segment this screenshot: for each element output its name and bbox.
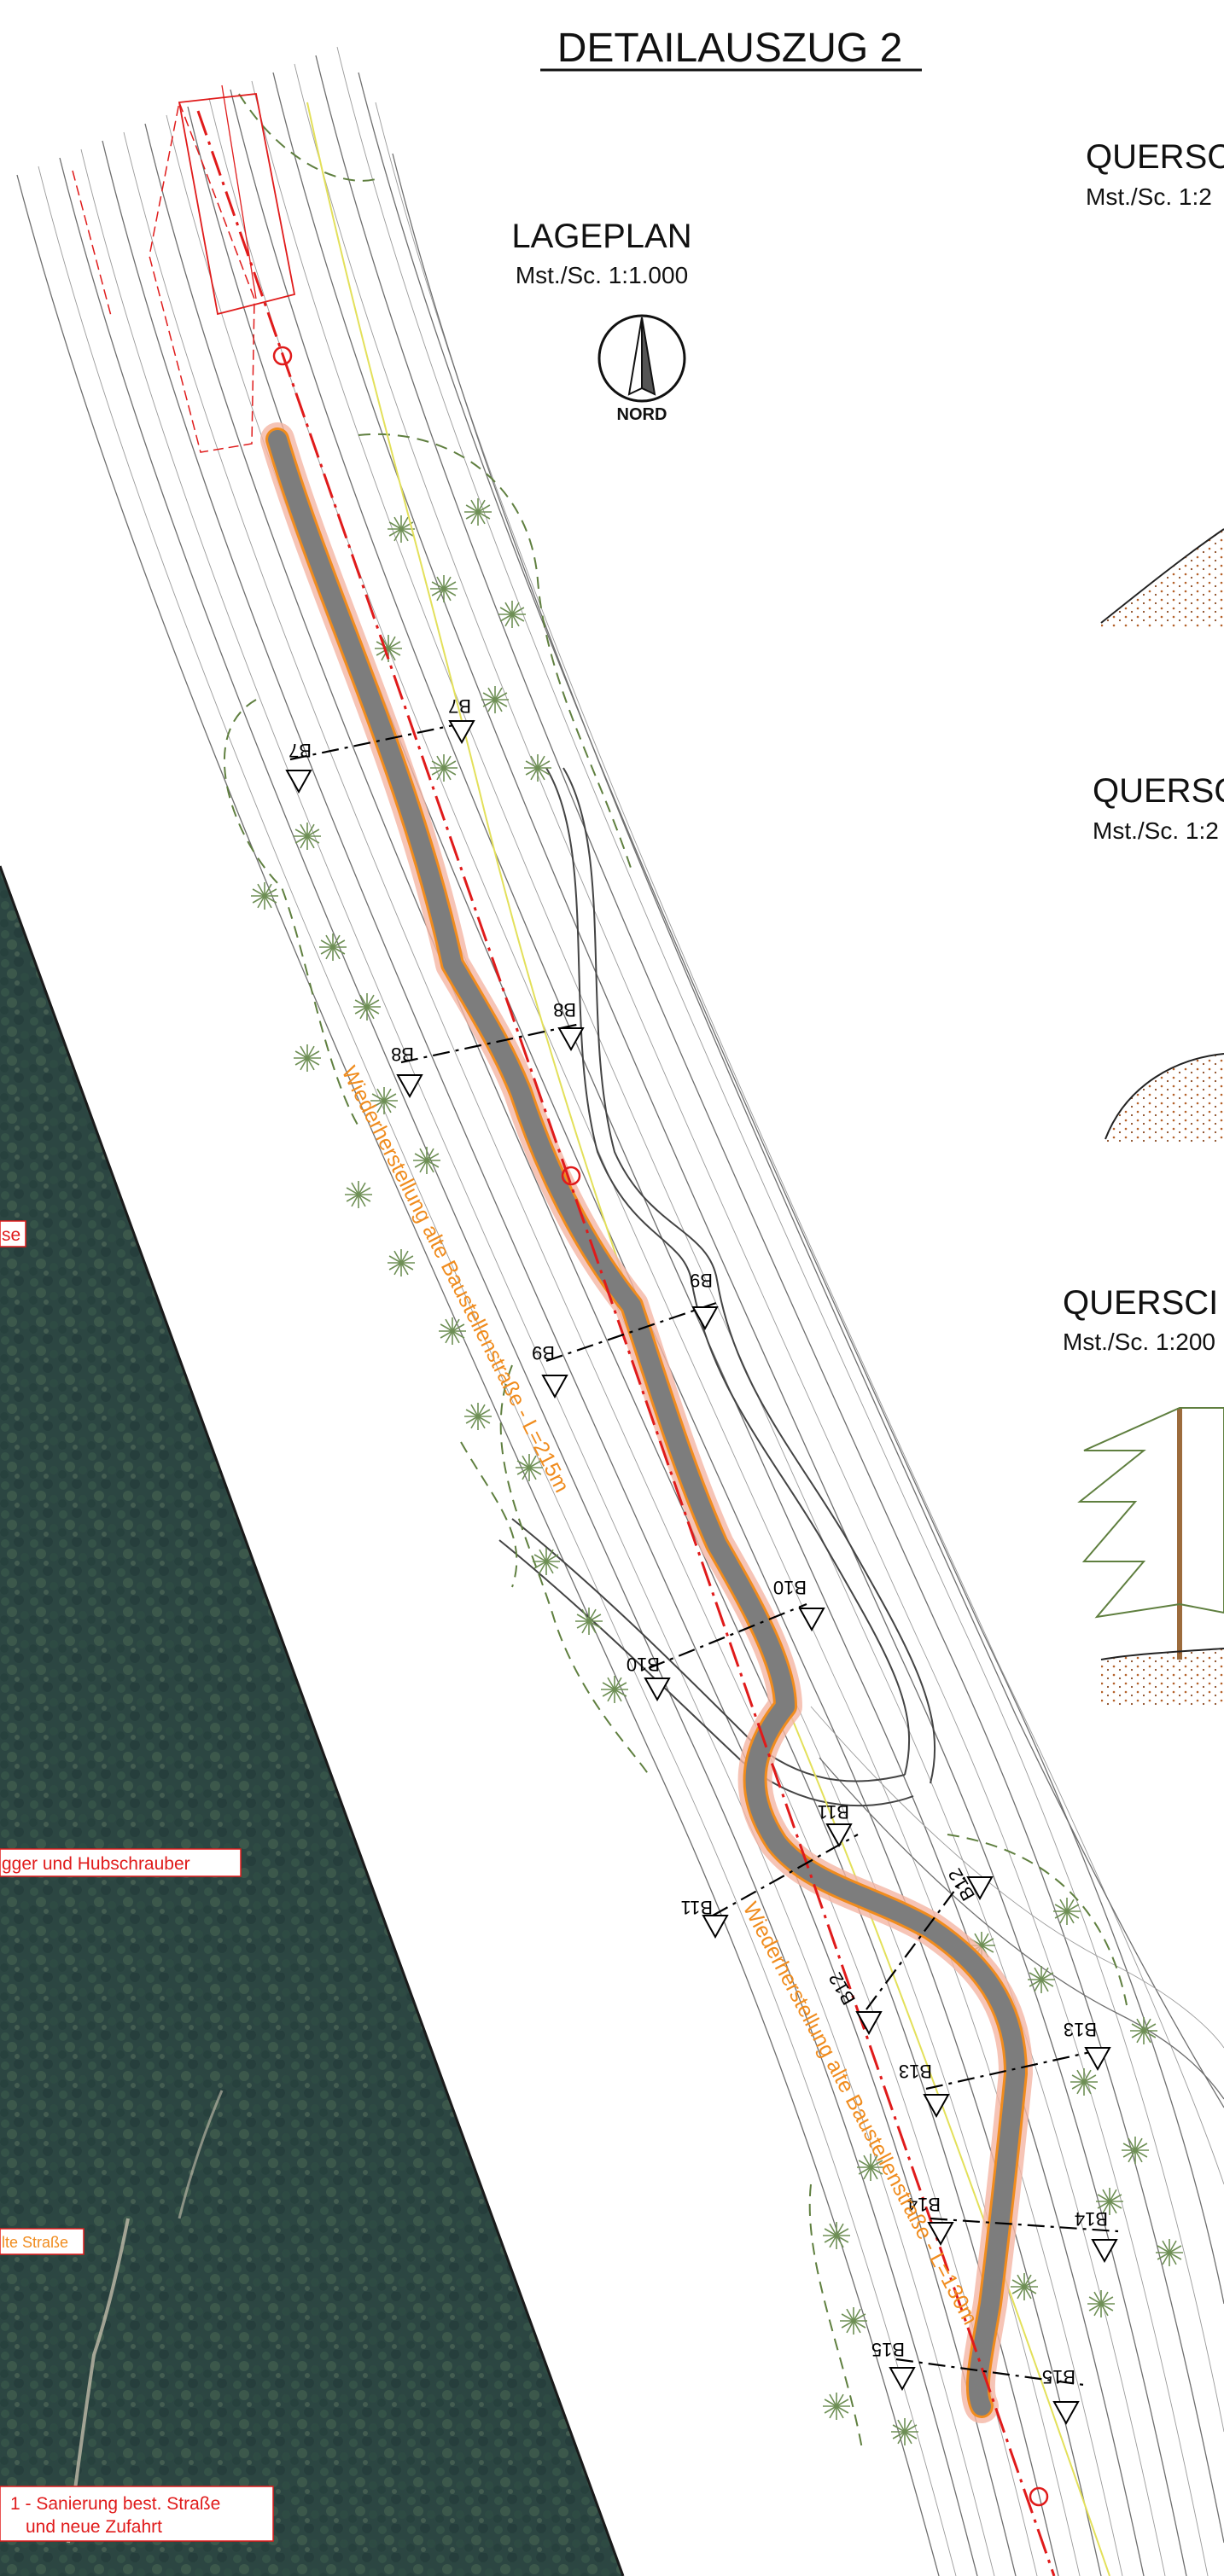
section-b11: B11 B11: [680, 1801, 859, 1939]
tree-icon: [1077, 1407, 1224, 1660]
svg-text:lte Straße: lte Straße: [2, 2234, 68, 2251]
vegetation-symbol: [891, 2418, 918, 2445]
vegetation-symbol: [1130, 2017, 1157, 2044]
vegetation-symbol: [251, 882, 278, 910]
vegetation-symbol: [294, 1044, 321, 1072]
sheet-title: DETAILAUSZUG 2: [557, 26, 903, 71]
svg-text:Mst./Sc. 1:2: Mst./Sc. 1:2: [1093, 817, 1219, 844]
section-markers: B7 B7 B8 B8 B9 B9 B10 B10: [285, 695, 1119, 2426]
svg-text:B8: B8: [553, 999, 576, 1021]
vegetation-symbol: [1096, 2188, 1123, 2215]
vegetation-symbol: [464, 498, 492, 526]
vegetation-symbol: [370, 1087, 398, 1114]
vegetation-symbol: [823, 2393, 850, 2420]
vegetation-symbol: [353, 993, 381, 1021]
vegetation-symbol: [294, 823, 321, 850]
vegetation-symbol: [439, 1317, 466, 1345]
cross-section-2: QUERSC Mst./Sc. 1:2: [1093, 772, 1224, 1143]
svg-text:B11: B11: [817, 1801, 849, 1823]
restored-road: [260, 422, 1033, 2423]
vegetation-symbol: [1156, 2239, 1183, 2266]
svg-text:B14: B14: [907, 2194, 941, 2215]
vegetation-symbol: [345, 1181, 372, 1208]
aerial-label-1: se: [0, 1220, 26, 1247]
vegetation-symbol: [1070, 2068, 1098, 2096]
svg-text:und neue Zufahrt: und neue Zufahrt: [26, 2517, 162, 2537]
lageplan-scale: Mst./Sc. 1:1.000: [516, 262, 688, 288]
svg-text:B13: B13: [899, 2061, 932, 2082]
svg-text:B9: B9: [532, 1342, 555, 1364]
vegetation-symbol: [375, 635, 402, 662]
svg-text:B15: B15: [871, 2339, 905, 2360]
vegetation-symbol: [498, 601, 526, 628]
svg-text:B10: B10: [627, 1654, 660, 1675]
vegetation-symbol: [319, 933, 347, 961]
route-axis: [196, 110, 1056, 2576]
svg-text:gger und Hubschrauber: gger und Hubschrauber: [2, 1854, 190, 1874]
svg-text:B12: B12: [825, 1969, 860, 2009]
vegetation-symbol: [430, 575, 458, 602]
section-b15: B15 B15: [871, 2339, 1085, 2426]
svg-text:B7: B7: [289, 740, 312, 761]
vegetation-symbol: [524, 754, 551, 782]
aerial-label-4: 1 - Sanierung best. Straße und neue Zufa…: [0, 2486, 274, 2542]
vegetation-symbol: [388, 515, 415, 543]
svg-text:B8: B8: [391, 1044, 414, 1065]
vegetation-symbol: [1011, 2273, 1038, 2300]
vegetation-symbol: [533, 1548, 560, 1575]
vegetation-symbol: [1087, 2290, 1115, 2317]
section-b10: B10 B10: [627, 1577, 825, 1702]
vegetation-symbol: [857, 2154, 884, 2181]
vegetation-symbol: [464, 1403, 492, 1430]
section-b14: B14 B14: [907, 2194, 1119, 2264]
aerial-label-2: gger und Hubschrauber: [0, 1848, 242, 1877]
vegetation-areas: [223, 93, 1128, 2450]
svg-text:B9: B9: [690, 1270, 713, 1291]
aerial-label-3: lte Straße: [0, 2228, 85, 2255]
existing-road: [498, 767, 936, 1807]
section-b9: B9 B9: [532, 1270, 722, 1399]
aerial-photo: [0, 865, 625, 2576]
vegetation-symbol: [481, 686, 509, 713]
north-arrow-icon: NORD: [597, 314, 686, 424]
svg-text:QUERSC: QUERSC: [1093, 772, 1224, 810]
svg-text:QUERSC: QUERSC: [1086, 138, 1224, 176]
svg-text:QUERSCI: QUERSCI: [1063, 1284, 1218, 1322]
svg-text:B14: B14: [1075, 2208, 1108, 2230]
svg-text:B7: B7: [448, 695, 471, 717]
vegetation-symbol: [1028, 1966, 1055, 1993]
vegetation-symbol: [1122, 2137, 1149, 2164]
vegetation-symbol: [388, 1249, 415, 1276]
svg-text:B13: B13: [1064, 2019, 1097, 2040]
section-b8: B8 B8: [391, 999, 585, 1099]
vegetation-symbol: [413, 1147, 440, 1174]
cross-section-3: QUERSCI Mst./Sc. 1:200: [1063, 1284, 1224, 1707]
vegetation-symbol: [823, 2222, 850, 2249]
vegetation-symbol: [601, 1676, 628, 1703]
svg-text:Mst./Sc. 1:200: Mst./Sc. 1:200: [1063, 1329, 1215, 1355]
svg-text:B10: B10: [773, 1577, 807, 1598]
vegetation-symbol: [430, 754, 458, 782]
vegetation-symbol: [575, 1608, 603, 1635]
lageplan-title: LAGEPLAN: [511, 218, 691, 255]
svg-text:1 - Sanierung best. Straße: 1 - Sanierung best. Straße: [10, 2494, 220, 2514]
svg-text:Mst./Sc. 1:2: Mst./Sc. 1:2: [1086, 183, 1212, 210]
svg-text:B11: B11: [680, 1897, 713, 1918]
section-b13: B13 B13: [899, 2019, 1111, 2119]
svg-text:B15: B15: [1042, 2366, 1075, 2387]
section-b7: B7 B7: [285, 695, 475, 794]
vegetation-symbol: [516, 1454, 543, 1481]
vegetation-symbols: [251, 498, 1183, 2445]
vegetation-symbol: [840, 2307, 867, 2335]
vegetation-symbol: [1053, 1898, 1081, 1925]
cross-section-1: QUERSC Mst./Sc. 1:2: [1086, 138, 1224, 627]
svg-text:se: se: [2, 1225, 20, 1245]
north-label: NORD: [617, 405, 667, 424]
